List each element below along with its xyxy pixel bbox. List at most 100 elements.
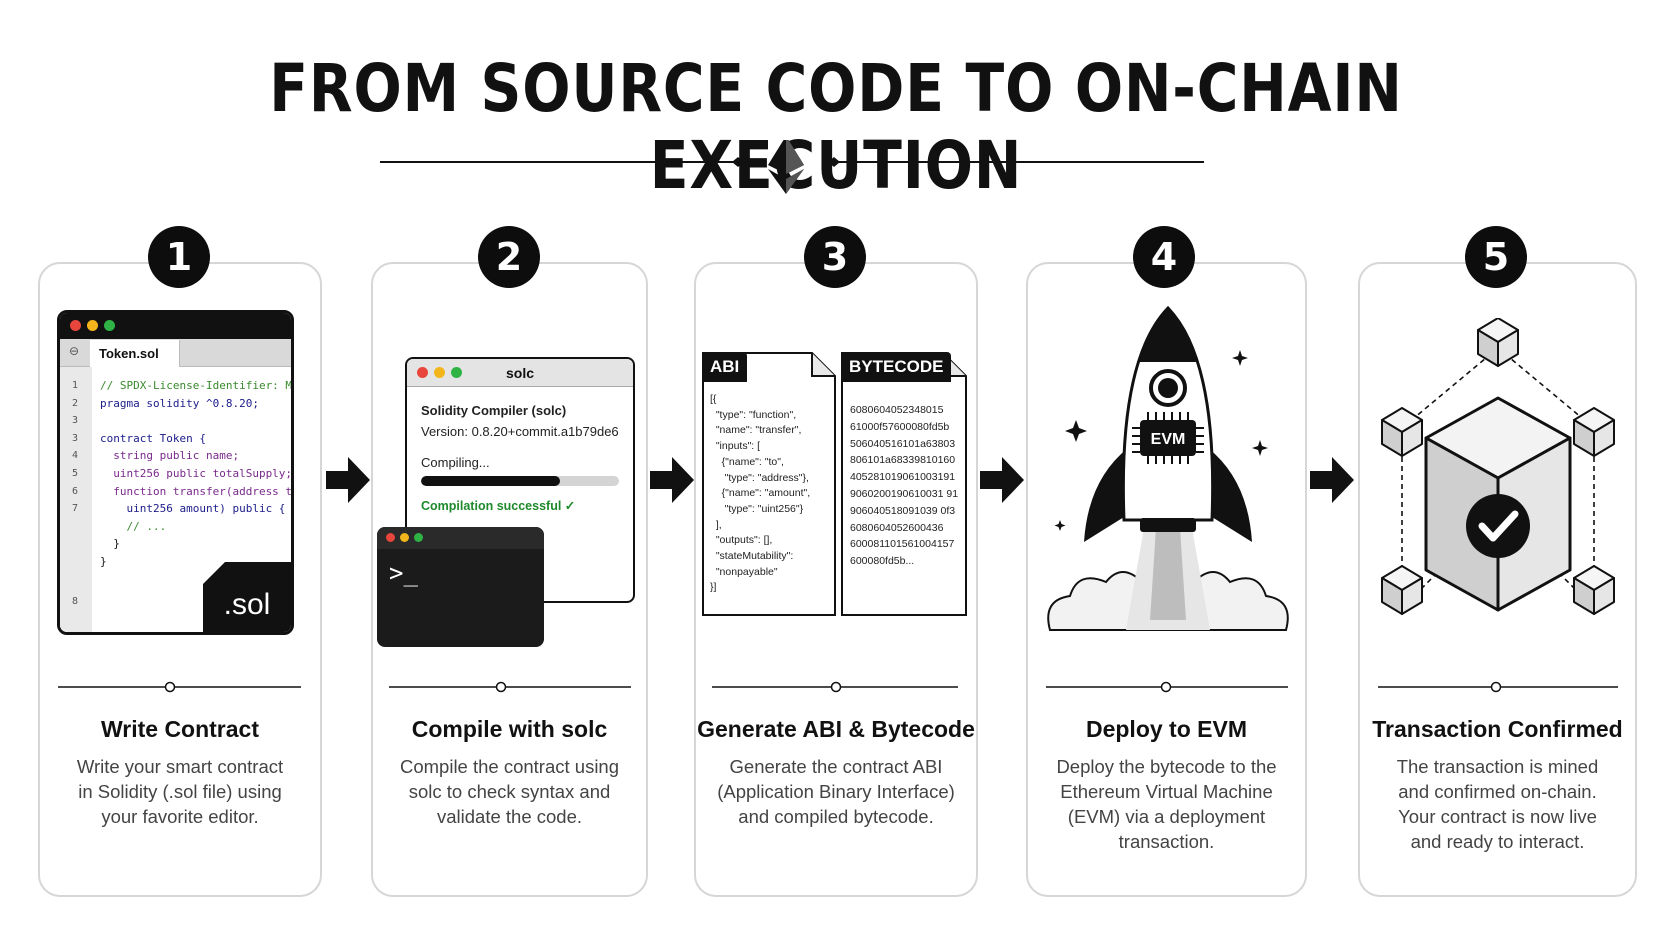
line-number: 3 — [72, 432, 79, 444]
bytecode-line: 806101a68339810160 — [850, 454, 956, 467]
step-description-3: Generate the contract ABI (Application B… — [717, 756, 955, 827]
code-line: 3 — [60, 412, 291, 430]
maximize-dot-icon — [414, 533, 423, 542]
terminal-window: >_ — [377, 527, 544, 647]
step-title-5: Transaction Confirmed — [1372, 716, 1623, 742]
abi-line: "nonpayable" — [710, 565, 778, 578]
maximize-dot-icon — [451, 367, 462, 378]
close-dot-icon — [417, 367, 428, 378]
sol-file-badge: .sol — [203, 562, 291, 632]
compile-progress-fill — [421, 476, 560, 486]
abi-json: [{ "type": "function", "name": "transfer… — [710, 392, 810, 596]
code-text: uint256 public totalSupply; — [100, 466, 293, 480]
code-area: 1 // SPDX-License-Identifier: MIT 2 pragma … — [60, 377, 294, 611]
sparkle-icon — [1054, 350, 1268, 531]
line-number-gutter — [60, 367, 92, 632]
step-description-4: Deploy the bytecode to the Ethereum Virt… — [1056, 756, 1277, 852]
minimize-dot-icon — [434, 367, 445, 378]
minimize-dot-icon — [400, 533, 409, 542]
line-number: 6 — [72, 485, 79, 497]
line-number: 7 — [72, 503, 79, 515]
step-description-1: Write your smart contract in Solidity (.… — [76, 756, 284, 827]
abi-line: "outputs": [], — [710, 534, 773, 547]
solc-titlebar: solc — [407, 359, 633, 387]
code-text: } — [100, 554, 107, 568]
separator-line — [1378, 681, 1618, 693]
compile-status: Compiling... — [421, 455, 490, 470]
check-circle-icon — [1466, 494, 1530, 558]
abi-line: }] — [710, 581, 717, 594]
line-number: 3 — [72, 415, 79, 427]
bytecode-line: 506040516101a63803 — [850, 437, 956, 450]
step-number-5: 5 — [1465, 226, 1527, 288]
separator-line — [389, 681, 631, 693]
bytecode-line: 600080fd5b... — [850, 555, 915, 568]
blockchain-cube-illustration — [1381, 318, 1615, 615]
line-number: 8 — [72, 595, 79, 607]
step-title-4: Deploy to EVM — [1085, 716, 1247, 742]
code-line: } — [60, 535, 291, 553]
bytecode-line: 906040518091039 0f3 — [850, 504, 956, 517]
editor-tab-bar: ⊖ Token.sol — [60, 339, 291, 367]
arrow-right-icon — [1310, 457, 1354, 503]
node-block-icon — [1381, 318, 1615, 615]
title-divider — [380, 140, 1204, 194]
code-line: } — [60, 553, 291, 571]
line-number: 4 — [72, 450, 79, 462]
bytecode-hex: 6080604052348015 61000f57600080fd5b 506040… — [850, 402, 958, 570]
abi-line: "type": "uint256"} — [710, 502, 804, 515]
step-title-3: Generate ABI & Bytecode — [697, 716, 975, 742]
abi-document — [702, 352, 836, 616]
ethereum-logo-icon — [768, 140, 804, 194]
solc-window-title: solc — [505, 365, 534, 381]
maximize-dot-icon — [104, 320, 115, 331]
arrow-right-icon — [326, 457, 370, 503]
rocket-illustration: EVM — [1047, 305, 1289, 631]
code-text: pragma solidity ^0.8.20; — [100, 396, 259, 410]
compiler-heading: Solidity Compiler (solc) — [421, 403, 567, 418]
line-number: 2 — [72, 397, 79, 409]
code-text: uint256 amount) public { — [100, 502, 286, 516]
arrow-right-icon — [980, 457, 1024, 503]
code-text: // SPDX-License-Identifier: MIT — [100, 379, 294, 392]
code-text: string public name; — [100, 449, 240, 463]
bytecode-line: 61000f57600080fd5b — [850, 420, 950, 433]
abi-label: ABI — [702, 352, 748, 382]
abi-line: "type": "address"}, — [710, 471, 809, 484]
separator-line — [1046, 681, 1288, 693]
editor-titlebar — [60, 313, 291, 339]
close-dot-icon — [70, 320, 81, 331]
code-line: 3 contract Token { — [60, 430, 291, 448]
code-line: 1 // SPDX-License-Identifier: MIT — [60, 377, 294, 395]
evm-chip — [1140, 420, 1196, 456]
code-line: 7 uint256 amount) public { — [60, 500, 291, 518]
evm-chip-label: EVM — [1151, 431, 1186, 448]
step-description-2: Compile the contract using solc to check… — [399, 756, 620, 827]
minimize-dot-icon — [87, 320, 98, 331]
abi-line: [{ — [710, 393, 717, 405]
abi-line: ], — [710, 518, 722, 531]
bytecode-line: 600081101561004157 — [850, 538, 955, 551]
close-dot-icon — [386, 533, 395, 542]
bytecode-line: 9060200190610031 91 — [850, 487, 959, 500]
code-line: 8 — [60, 571, 291, 611]
editor-tab-token-sol: Token.sol — [90, 340, 180, 367]
step-number-1: 1 — [148, 226, 210, 288]
terminal-prompt: >_ — [389, 559, 418, 587]
line-number: 1 — [72, 380, 79, 391]
code-text: } — [100, 537, 120, 551]
arrow-right-icon — [650, 457, 694, 503]
code-text: // ... — [100, 519, 167, 533]
bytecode-label: BYTECODE — [841, 352, 952, 382]
bytecode-line: 6080604052348015 — [850, 404, 944, 416]
back-icon: ⊖ — [69, 344, 80, 358]
step-number-4: 4 — [1133, 226, 1195, 288]
step-number-3: 3 — [804, 226, 866, 288]
abi-line: {"name": "to", — [710, 455, 784, 468]
code-text: contract Token { — [100, 431, 206, 445]
compiler-version: Version: 0.8.20+commit.a1b79de6 — [421, 424, 619, 439]
separator-line — [58, 681, 301, 693]
code-line: 2 pragma solidity ^0.8.20; — [60, 395, 291, 413]
code-line: 4 string public name; — [60, 447, 291, 465]
abi-line: {"name": "amount", — [710, 487, 811, 500]
